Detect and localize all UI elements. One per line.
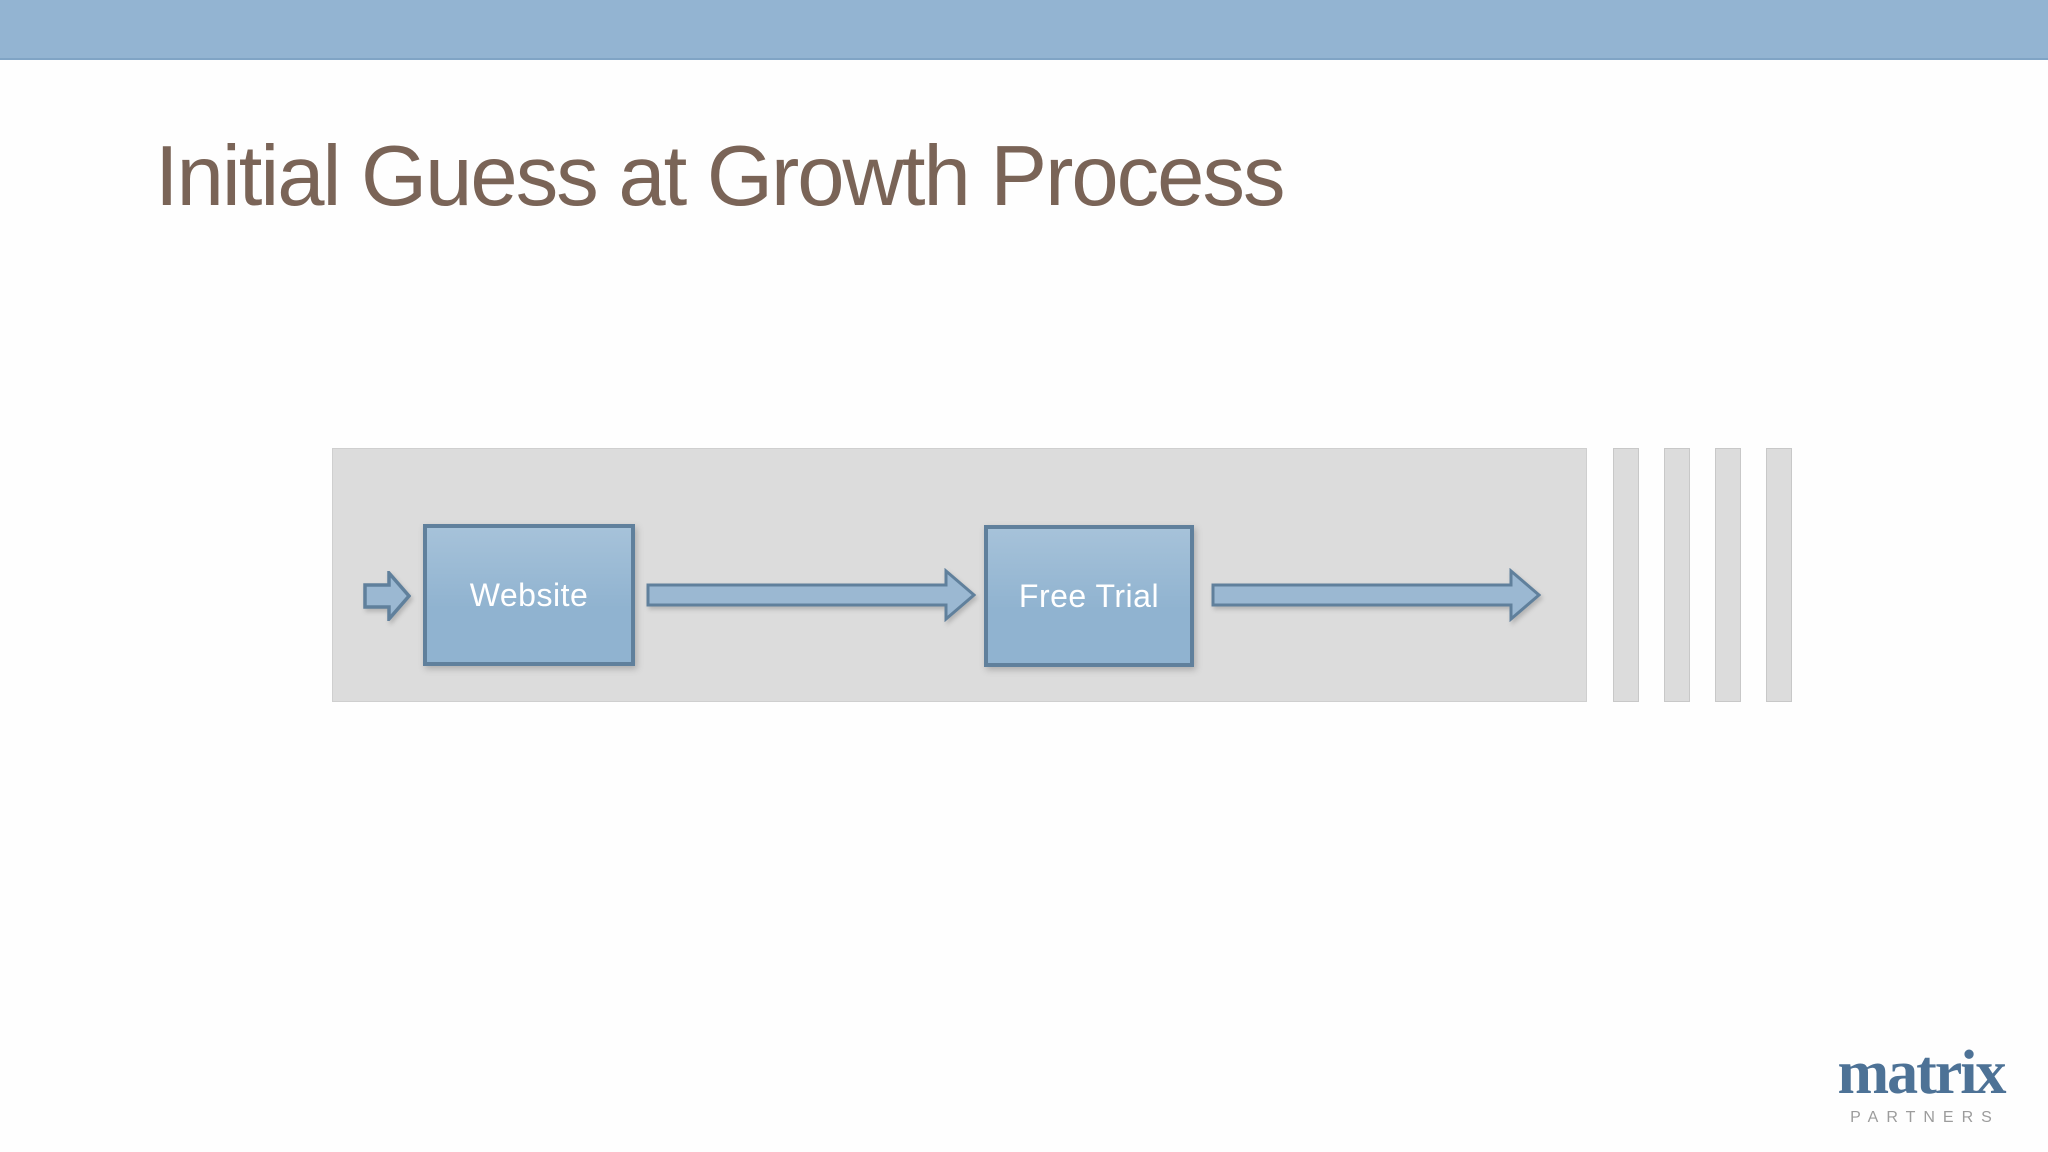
process-panel: Website Free Trial	[332, 448, 1587, 702]
node-free-trial: Free Trial	[984, 525, 1194, 667]
logo-tagline: PARTNERS	[1850, 1109, 2000, 1126]
placeholder-bar	[1766, 448, 1792, 702]
logo-wordmark: matrix	[1837, 1039, 2006, 1107]
placeholder-bar	[1664, 448, 1690, 702]
placeholder-bar	[1715, 448, 1741, 702]
matrix-logo: matrix PARTNERS	[1826, 1042, 2016, 1127]
placeholder-bars	[1613, 448, 1792, 702]
node-free-trial-label: Free Trial	[1018, 577, 1160, 614]
placeholder-bar	[1613, 448, 1639, 702]
node-website-label: Website	[469, 576, 589, 613]
page-title: Initial Guess at Growth Process	[155, 129, 1285, 224]
node-website: Website	[423, 524, 635, 666]
flow-arrow-icon	[1211, 568, 1541, 622]
header-accent-bar	[0, 0, 2048, 60]
entry-arrow-icon	[363, 571, 411, 621]
flow-arrow-icon	[646, 568, 976, 622]
